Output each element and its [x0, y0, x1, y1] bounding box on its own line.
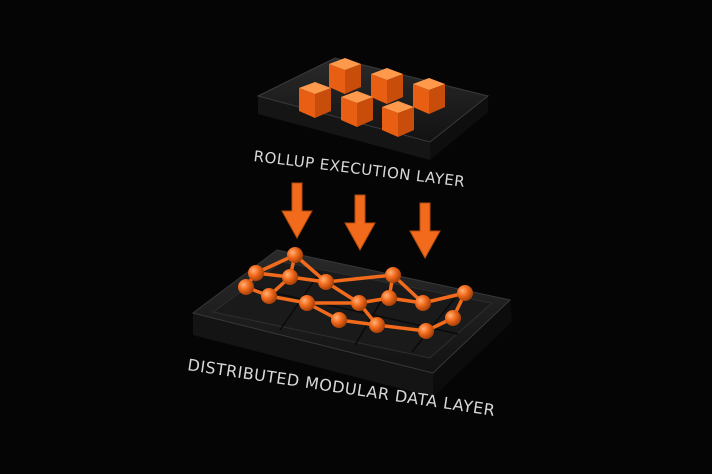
network-node: [415, 295, 431, 311]
network-node: [261, 288, 277, 304]
cube-right-face: [357, 97, 373, 127]
cube-top-face: [382, 101, 414, 113]
network-node: [318, 274, 334, 290]
cube-right-face: [387, 74, 403, 104]
cube-right-face: [398, 107, 414, 137]
node-network: [238, 247, 473, 339]
network-node: [445, 310, 461, 326]
cube-right-face: [429, 84, 445, 114]
cube-top-face: [413, 78, 445, 90]
cube-right-face: [345, 64, 361, 94]
network-node: [282, 269, 298, 285]
network-node: [248, 265, 264, 281]
cube-top-face: [329, 58, 361, 70]
network-node: [381, 290, 397, 306]
execution-blocks: [299, 58, 445, 137]
network-edge: [375, 323, 428, 333]
down-arrow-icon: [281, 182, 313, 240]
network-node: [457, 285, 473, 301]
cube-left-face: [371, 74, 387, 104]
cube-left-face: [413, 84, 429, 114]
cube: [382, 101, 414, 137]
cube: [329, 58, 361, 94]
network-node: [385, 267, 401, 283]
cube: [413, 78, 445, 114]
cube-right-face: [315, 88, 331, 118]
network-node: [418, 323, 434, 339]
network-edge: [324, 273, 395, 284]
cube: [341, 91, 373, 127]
cube-top-face: [341, 91, 373, 103]
network-node: [369, 317, 385, 333]
network-node: [331, 312, 347, 328]
network-node: [299, 295, 315, 311]
cube: [299, 82, 331, 118]
network-node: [351, 295, 367, 311]
down-arrow-icon: [409, 202, 441, 260]
network-node: [238, 279, 254, 295]
down-arrow-icon: [344, 194, 376, 252]
cube-left-face: [341, 97, 357, 127]
cube: [371, 68, 403, 104]
data-flow-arrows: [281, 182, 441, 260]
network-node: [287, 247, 303, 263]
cube-left-face: [299, 88, 315, 118]
cube-top-face: [371, 68, 403, 80]
cube-left-face: [329, 64, 345, 94]
cube-left-face: [382, 107, 398, 137]
cube-top-face: [299, 82, 331, 94]
